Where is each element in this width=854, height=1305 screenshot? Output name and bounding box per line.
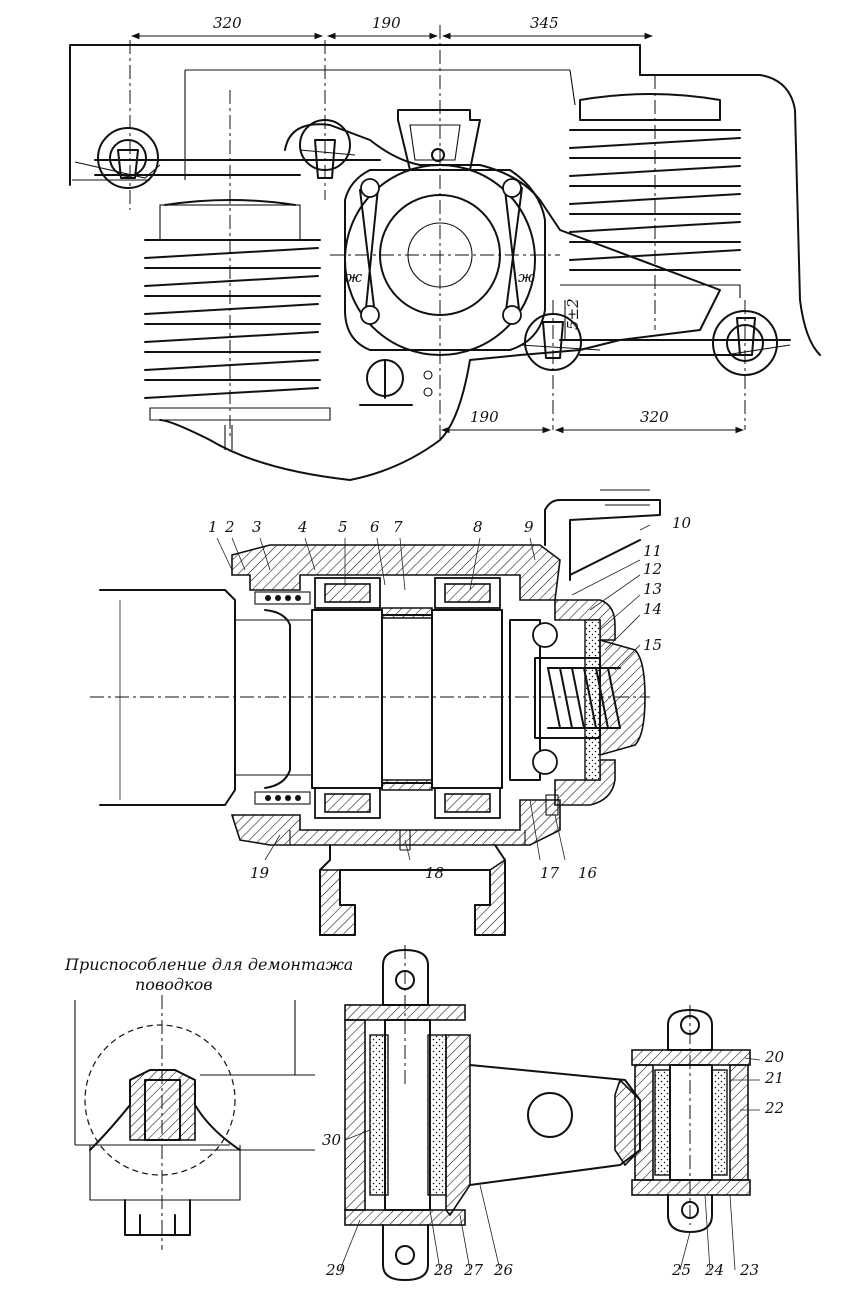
label-16: 16 [578,864,598,882]
label-11: 11 [643,542,662,560]
section-leaders [216,524,651,861]
top-lug [397,109,481,171]
label-17: 17 [540,864,560,882]
roller-bearings [235,577,503,819]
axlebox-elevation-view: ж ж 5±2 [69,14,821,481]
label-24: 24 [704,1261,724,1279]
label-22: 22 [764,1099,784,1117]
label-15: 15 [643,636,662,654]
label-14: 14 [643,600,662,618]
label-27: 27 [463,1261,484,1279]
label-21: 21 [764,1069,784,1087]
left-coil-spring [144,90,331,440]
label-23: 23 [739,1261,759,1279]
link-removal-fixture: Приспособление для демонтажа поводков [64,955,353,1250]
label-30: 30 [322,1131,342,1149]
label-29: 29 [325,1261,346,1279]
top-dimensions: 320 190 345 [130,14,654,40]
label-3: 3 [252,518,262,536]
fixture-caption-line2: поводков [135,975,213,994]
thrust-unit [509,619,646,816]
dim-190-bottom: 190 [470,408,499,426]
drain-plug [224,359,433,450]
label-12: 12 [643,560,662,578]
labyrinth-seal [254,591,311,805]
clearance-dimension: 5±2 [564,298,582,330]
label-18: 18 [425,864,444,882]
label-10: 10 [672,514,692,532]
left-arm-joint [74,40,381,210]
dim-190-top: 190 [372,14,401,32]
label-19: 19 [250,864,270,882]
label-28: 28 [433,1261,453,1279]
label-13: 13 [643,580,662,598]
dim-345-top: 345 [530,14,559,32]
label-8: 8 [473,518,483,536]
label-6: 6 [370,518,380,536]
label-20: 20 [764,1048,785,1066]
right-coil-spring [560,75,741,330]
label-2: 2 [224,518,235,536]
bottom-dimensions: 190 320 [440,408,745,434]
bearing-section-view: 1 2 3 4 5 6 7 8 9 10 11 12 13 14 15 16 1… [90,489,692,936]
label-5: 5 [338,518,348,536]
svg-text:ж: ж [345,268,362,286]
label-1: 1 [208,518,218,536]
link-detail-view: 20 21 22 23 24 25 26 27 28 29 30 [322,945,785,1281]
label-25: 25 [671,1261,691,1279]
right-arm-joint: 5±2 [519,298,791,430]
guide-links: ж ж [345,178,535,325]
label-9: 9 [524,518,534,536]
label-7: 7 [393,518,403,536]
dim-320-top: 320 [213,14,242,32]
dim-320-bottom: 320 [640,408,669,426]
label-4: 4 [297,518,308,536]
fixture-caption-line1: Приспособление для демонтажа [64,955,353,974]
svg-text:ж: ж [518,268,535,286]
label-26: 26 [493,1261,514,1279]
